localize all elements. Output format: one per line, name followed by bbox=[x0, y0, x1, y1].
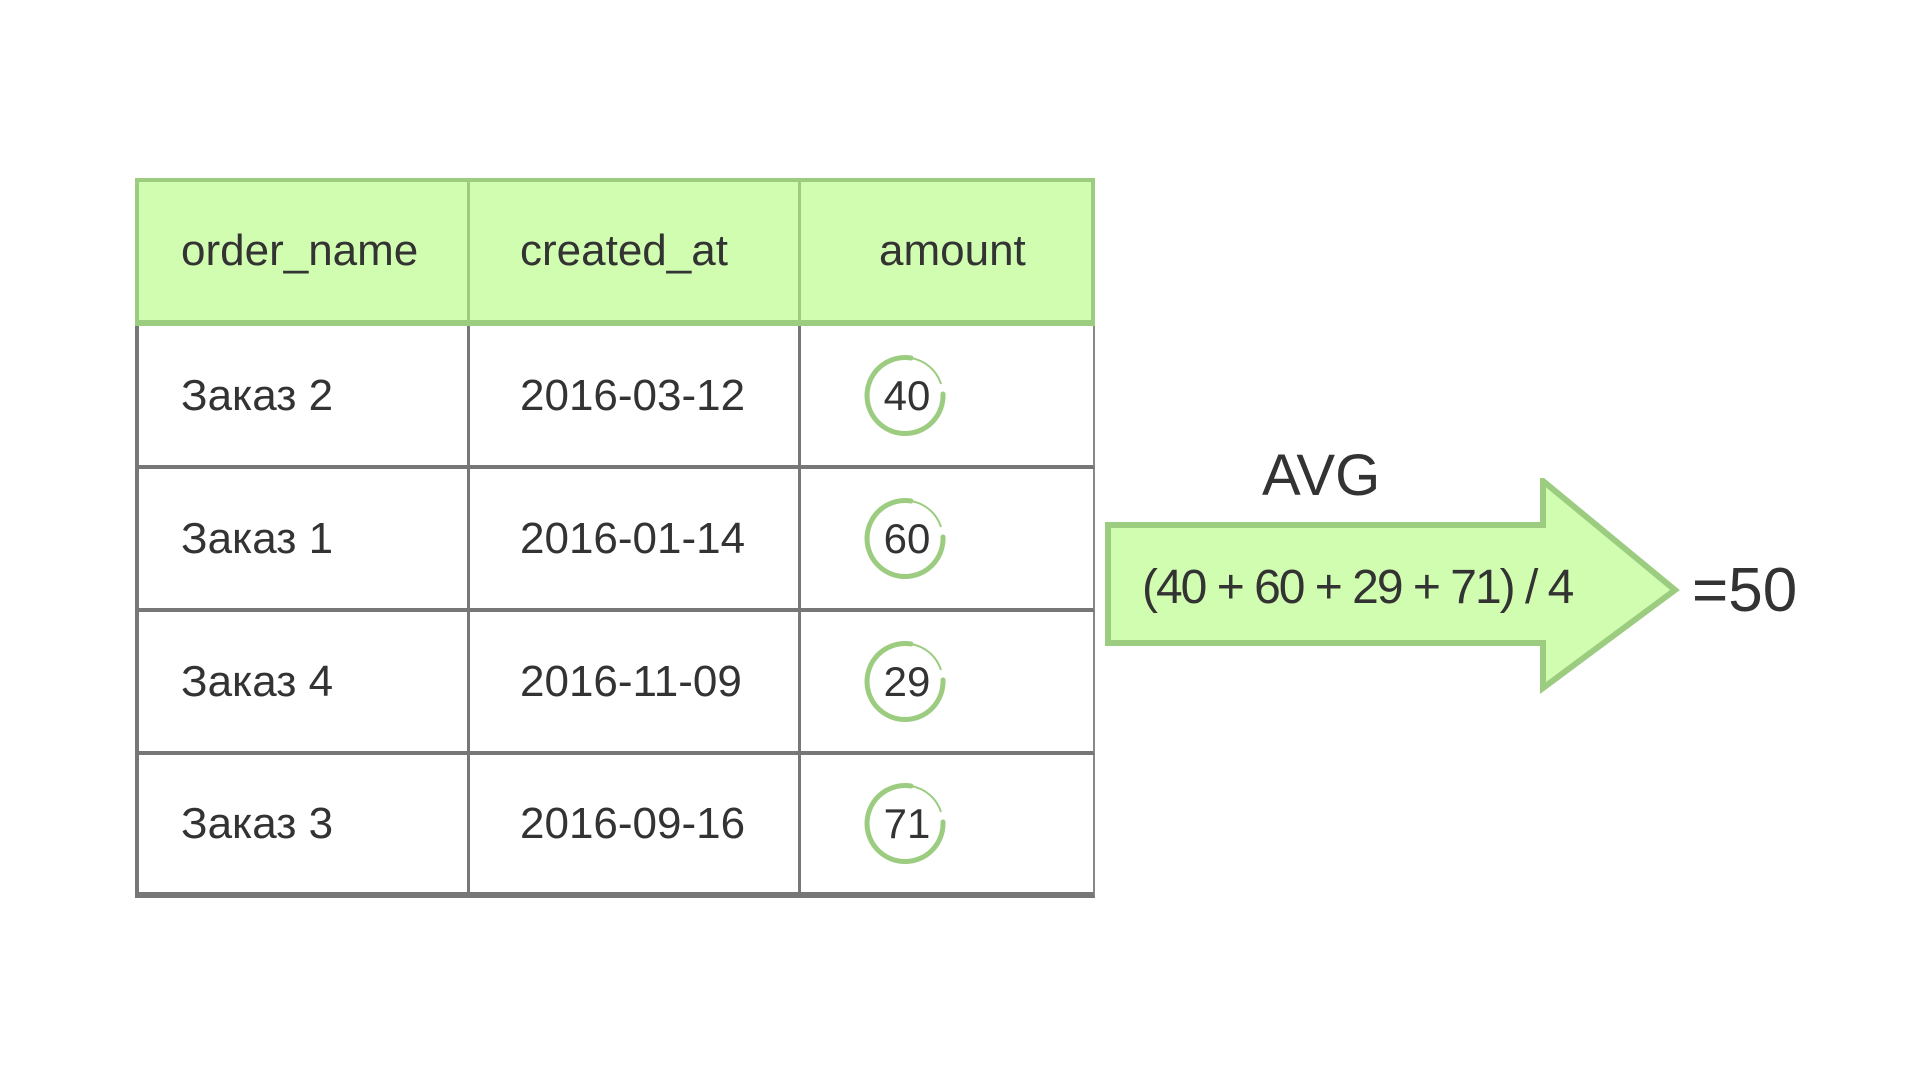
aggregate-function-label: AVG bbox=[1262, 443, 1381, 508]
amount-highlight: 29 bbox=[861, 636, 953, 728]
order-name-cell: Заказ 2 bbox=[139, 326, 470, 465]
created-at-cell: 2016-01-14 bbox=[470, 469, 801, 608]
highlight-circle-icon bbox=[864, 497, 946, 579]
amount-highlight: 71 bbox=[861, 778, 953, 870]
table-row: Заказ 2 2016-03-12 40 bbox=[135, 326, 1095, 469]
table-row: Заказ 3 2016-09-16 71 bbox=[135, 755, 1095, 898]
highlight-circle-icon bbox=[864, 354, 946, 436]
amount-value: 60 bbox=[883, 514, 931, 562]
highlight-circle-icon bbox=[864, 640, 946, 722]
highlight-circle-icon bbox=[864, 782, 946, 864]
table-header-row: order_name created_at amount bbox=[135, 178, 1095, 326]
arrow-right-icon bbox=[1105, 478, 1680, 694]
column-header-amount: amount bbox=[879, 226, 1026, 275]
average-formula: (40 + 60 + 29 + 71) / 4 bbox=[1142, 561, 1574, 614]
amount-cell: 71 bbox=[801, 755, 1093, 892]
column-header-order-name: order_name bbox=[139, 182, 470, 320]
table-row: Заказ 4 2016-11-09 29 bbox=[135, 612, 1095, 755]
orders-table: order_name created_at amount Заказ 2 201… bbox=[135, 178, 1095, 898]
table-row: Заказ 1 2016-01-14 60 bbox=[135, 469, 1095, 612]
created-at-cell: 2016-11-09 bbox=[470, 612, 801, 751]
amount-value: 71 bbox=[883, 799, 931, 847]
average-result: =50 bbox=[1692, 556, 1798, 625]
amount-value: 29 bbox=[883, 657, 931, 705]
amount-highlight: 40 bbox=[861, 350, 953, 442]
amount-cell: 29 bbox=[801, 612, 1093, 751]
column-header-created-at: created_at bbox=[470, 182, 801, 320]
order-name-cell: Заказ 1 bbox=[139, 469, 470, 608]
created-at-cell: 2016-03-12 bbox=[470, 326, 801, 465]
order-name-cell: Заказ 3 bbox=[139, 755, 470, 892]
amount-value: 40 bbox=[883, 371, 931, 419]
created-at-cell: 2016-09-16 bbox=[470, 755, 801, 892]
amount-highlight: 60 bbox=[861, 493, 953, 585]
amount-cell: 40 bbox=[801, 326, 1093, 465]
order-name-cell: Заказ 4 bbox=[139, 612, 470, 751]
amount-cell: 60 bbox=[801, 469, 1093, 608]
